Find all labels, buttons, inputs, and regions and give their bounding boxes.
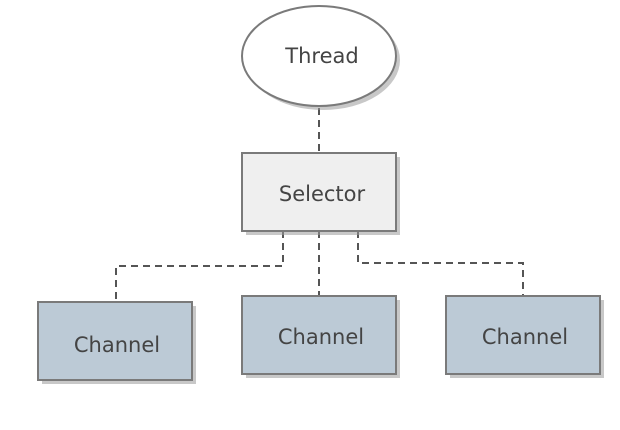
selector-channel-left-connector (115, 231, 284, 302)
channel-label: Channel (278, 325, 364, 349)
selector-label: Selector (279, 182, 366, 206)
channel-node-left: Channel (37, 301, 196, 384)
channel-node-middle: Channel (241, 295, 400, 378)
channel-label: Channel (74, 333, 160, 357)
selector-channel-right-connector (357, 231, 524, 296)
channel-node-right: Channel (445, 295, 604, 378)
selector-node: Selector (241, 152, 400, 235)
thread-label: Thread (284, 44, 358, 68)
thread-node: Thread (241, 5, 400, 110)
channel-label: Channel (482, 325, 568, 349)
